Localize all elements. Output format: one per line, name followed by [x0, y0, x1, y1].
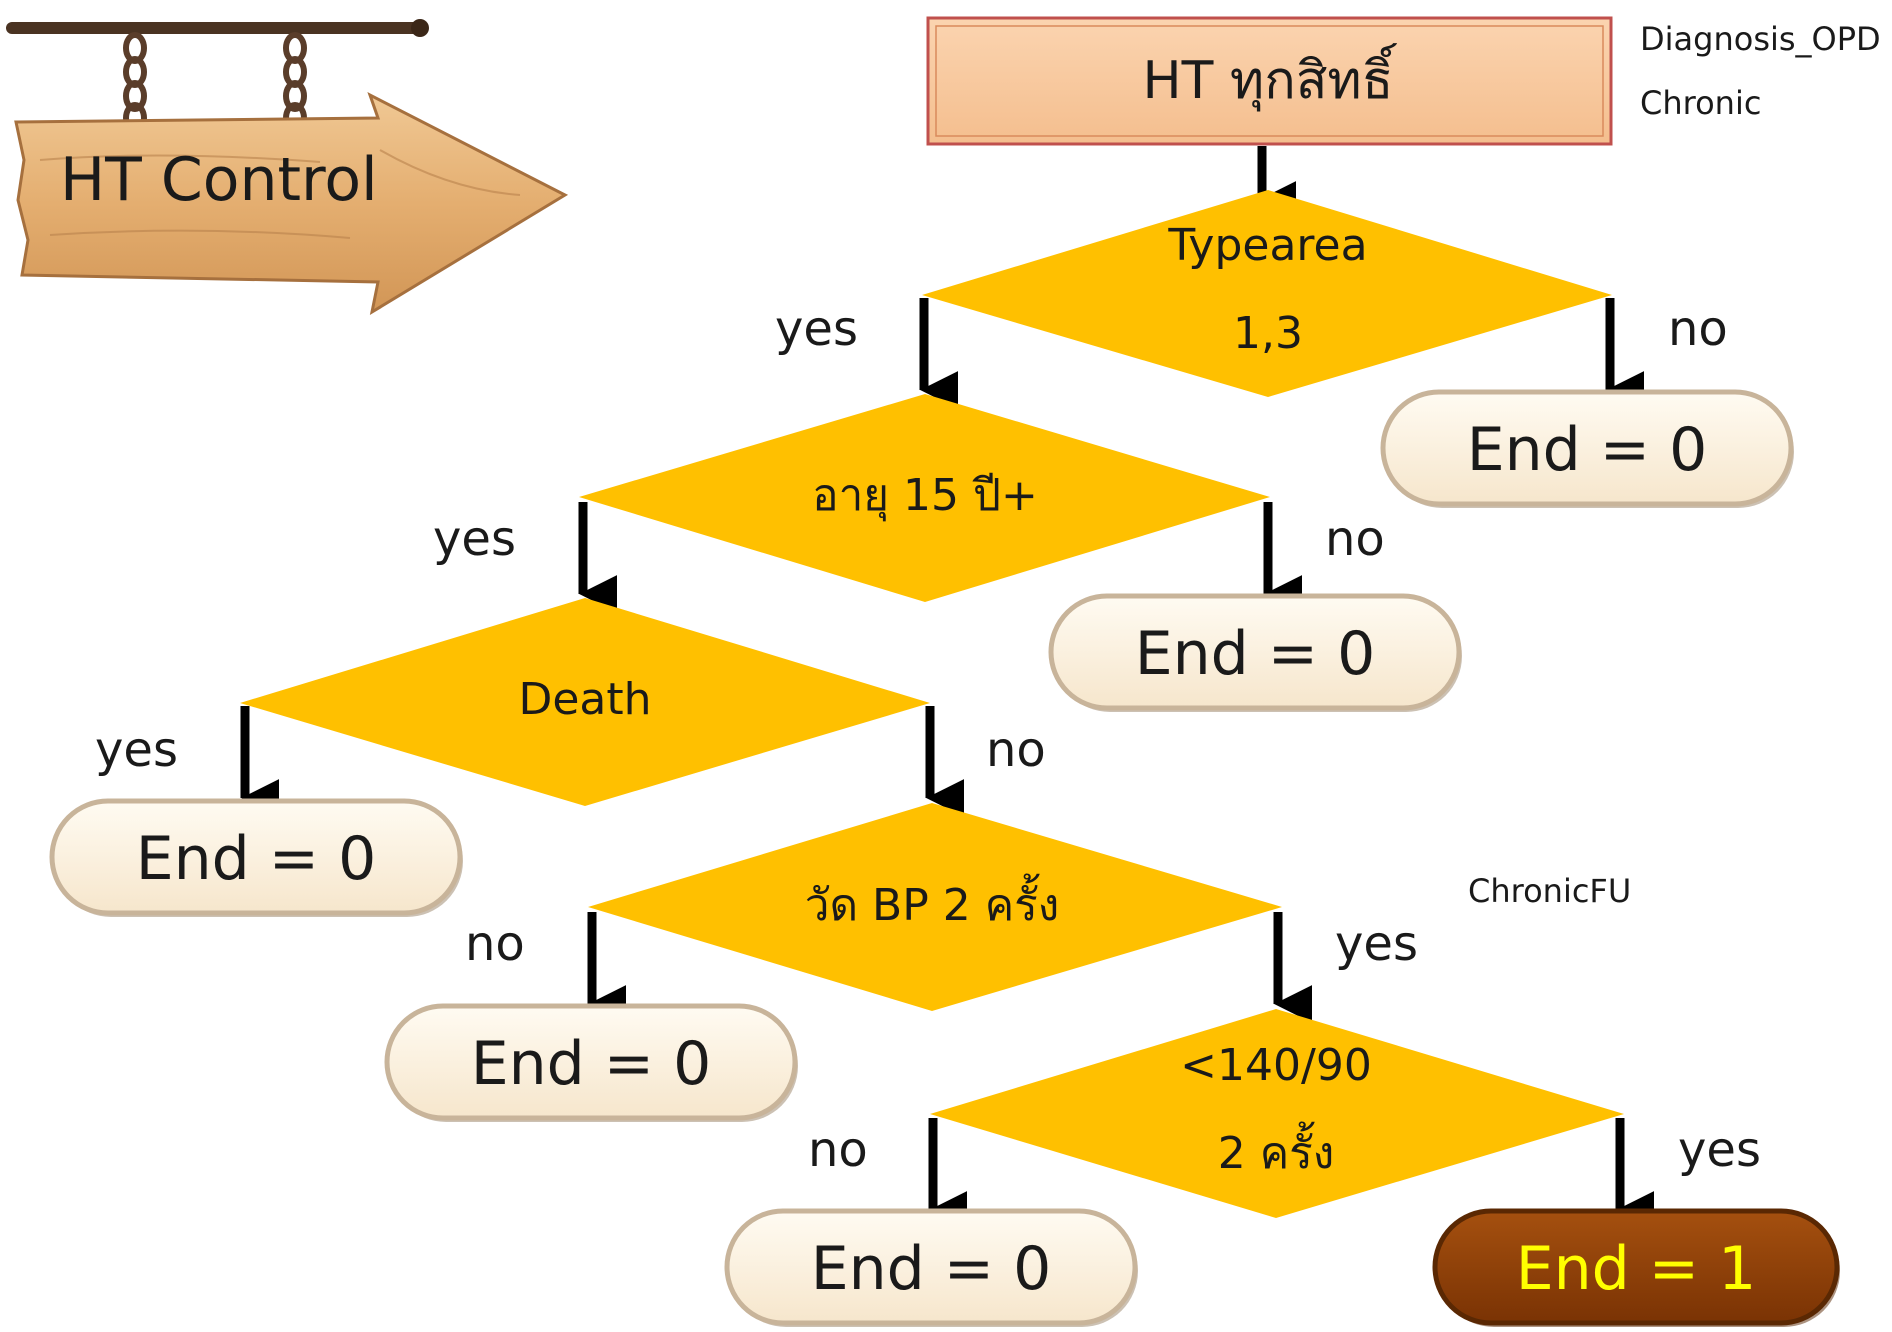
ht-control-sign: HT Control — [6, 19, 569, 316]
decision-label-line2: 2 ครั้ง — [1218, 1121, 1335, 1179]
end-node-capsule — [1380, 389, 1794, 507]
branch-label-d5-no: no — [808, 1122, 868, 1178]
table-chronic: Chronic — [1640, 84, 1761, 122]
decision-label-line2: 1,3 — [1233, 308, 1303, 359]
table-diagnosis-opd: Diagnosis_OPD — [1640, 20, 1881, 58]
decision-label: วัด BP 2 ครั้ง — [805, 873, 1060, 931]
end-node-label: End = 0 — [471, 1029, 712, 1099]
branch-label-d4-no: no — [465, 916, 525, 972]
decision-diamond — [588, 803, 1282, 1011]
end-node-label: End = 0 — [1135, 619, 1376, 689]
end-node-capsule — [1048, 593, 1462, 711]
end-node-label: End = 0 — [1467, 415, 1708, 485]
branch-label-d3-no: no — [986, 722, 1046, 778]
wood-grain — [39, 149, 521, 239]
end-node-death-yes: End = 0 — [49, 798, 463, 917]
end-node-target-no: End = 0 — [724, 1208, 1138, 1327]
end-node-typearea-no: End = 0 — [1380, 389, 1794, 508]
branch-label-d3-yes: yes — [95, 722, 178, 778]
decision-diamond — [579, 394, 1270, 602]
start-box: HT ทุกสิทธิ์ — [926, 16, 1613, 146]
start-box-inner — [935, 25, 1604, 137]
branch-label-d4-yes: yes — [1335, 916, 1418, 972]
decision-age: อายุ 15 ปี+ — [579, 394, 1270, 602]
end-node-label: End = 0 — [136, 824, 377, 894]
end-node-capsule — [384, 1003, 798, 1121]
end-node-target-yes: End = 1 — [1432, 1208, 1840, 1327]
chain-left — [123, 32, 147, 134]
decision-diamond — [922, 190, 1612, 397]
decision-label: Typearea — [1167, 220, 1367, 271]
sign-label: HT Control — [60, 145, 378, 215]
connector-arrows — [240, 146, 1655, 1229]
end-node-label: End = 0 — [811, 1234, 1052, 1304]
branch-label-d1-no: no — [1668, 301, 1728, 357]
decision-label: <140/90 — [1180, 1040, 1372, 1091]
end-node-measure-no: End = 0 — [384, 1003, 798, 1122]
end-node-age-no: End = 0 — [1048, 593, 1462, 712]
decision-typearea: Typearea 1,3 — [922, 190, 1612, 397]
branch-label-d1-yes: yes — [775, 301, 858, 357]
start-box-frame — [926, 16, 1613, 146]
decision-death: Death — [240, 598, 930, 806]
rod-end — [411, 19, 429, 37]
start-label: HT ทุกสิทธิ์ — [1143, 43, 1398, 112]
decision-diamond — [930, 1009, 1624, 1218]
end-node-label: End = 1 — [1516, 1234, 1757, 1304]
end-node-capsule — [724, 1208, 1138, 1326]
chain-right — [283, 32, 307, 134]
decision-label: Death — [518, 674, 651, 725]
table-chronicfu: ChronicFU — [1468, 872, 1631, 910]
decision-diamond — [240, 598, 930, 806]
branch-label-d5-yes: yes — [1678, 1122, 1761, 1178]
end-node-capsule — [1432, 1208, 1840, 1326]
branch-label-d2-yes: yes — [433, 511, 516, 567]
branch-labels: yes no yes no yes no no yes no yes — [95, 301, 1761, 1178]
wood-arrow-board — [14, 91, 569, 316]
decision-measure-bp: วัด BP 2 ครั้ง — [588, 803, 1282, 1011]
branch-label-d2-no: no — [1325, 511, 1385, 567]
decision-bp-target: <140/90 2 ครั้ง — [930, 1009, 1624, 1218]
end-node-capsule — [49, 798, 463, 916]
decision-label: อายุ 15 ปี+ — [812, 470, 1038, 522]
